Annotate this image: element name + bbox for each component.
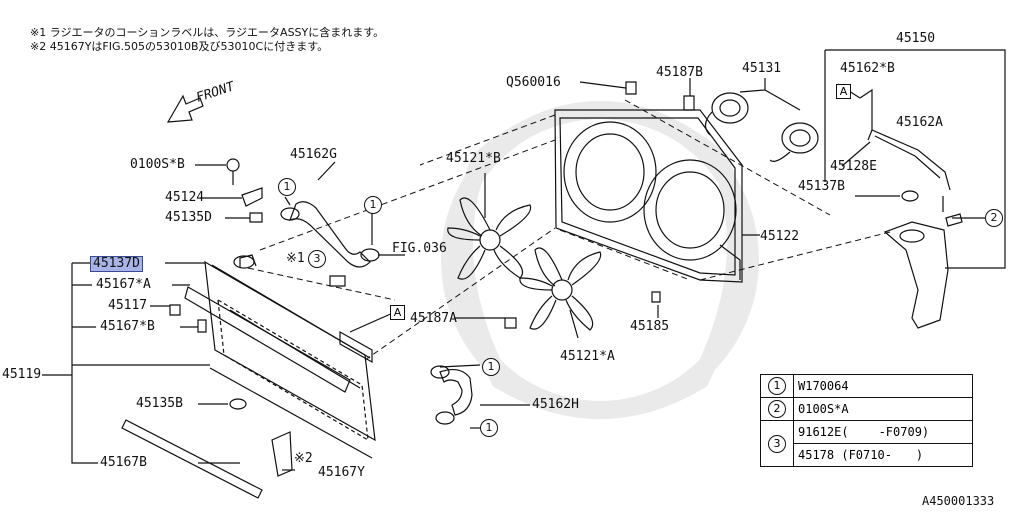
lower-seal-strip (121, 419, 263, 499)
part-45137d[interactable]: 45137D (90, 256, 143, 272)
legend-table: 1 W170064 2 0100S*A 3 91612E( -F0709) 451… (760, 374, 973, 467)
fan-motor-1 (711, 92, 749, 124)
legend-range: -F0709) (878, 425, 930, 439)
legend-key: 2 (768, 400, 786, 418)
part-45135b[interactable]: 45135B (136, 396, 183, 411)
legend-key: 3 (768, 434, 786, 453)
reservoir-frame (825, 49, 1006, 269)
legend-value: 45178 (F0710- (798, 448, 892, 462)
part-45187b[interactable]: 45187B (656, 65, 703, 80)
part-45150[interactable]: 45150 (896, 31, 936, 46)
part-45187a[interactable]: 45187A (410, 311, 457, 326)
legend-row: 2 0100S*A (760, 397, 973, 421)
ref-circle-3: 3 (308, 250, 326, 268)
ref-fig036[interactable]: FIG.036 (392, 241, 447, 256)
part-45167y[interactable]: 45167Y (318, 465, 365, 480)
legend-value-cell: 45178 (F0710-) (793, 443, 973, 467)
ref-circle-1-a: 1 (278, 178, 296, 196)
note-2: ※2 45167YはFIG.505の53010B及び53010Cに付きます。 (30, 40, 329, 53)
legend-row: 1 W170064 (760, 374, 973, 398)
ref-circle-1-d: 1 (480, 419, 498, 437)
part-45167b-bottom[interactable]: 45167B (100, 455, 147, 470)
note-ref-1: ※1 (286, 251, 305, 266)
legend-value: 0100S*A (793, 397, 973, 421)
radiator (184, 254, 376, 459)
part-0100sb[interactable]: 0100S*B (130, 157, 185, 172)
fan-motor-2 (781, 122, 819, 154)
ref-a-box-right: A (836, 84, 851, 99)
ref-circle-1-c: 1 (482, 358, 500, 376)
ref-circle-1-b: 1 (364, 196, 382, 214)
part-45117[interactable]: 45117 (108, 298, 148, 313)
upper-hose (288, 201, 371, 268)
ref-a-box-left: A (390, 305, 405, 320)
part-45121a[interactable]: 45121*A (560, 349, 615, 364)
part-45162a[interactable]: 45162A (896, 115, 943, 130)
legend-value: W170064 (793, 374, 973, 398)
legend-key: 1 (768, 377, 786, 395)
front-arrow-icon (166, 94, 204, 123)
legend-row: 45178 (F0710-) (761, 443, 973, 467)
part-45122[interactable]: 45122 (760, 229, 800, 244)
note-ref-2: ※2 (294, 451, 313, 466)
diagram-id: A450001333 (922, 494, 995, 508)
part-45167b-left[interactable]: 45167*B (100, 319, 155, 334)
ref-circle-2: 2 (985, 209, 1003, 227)
part-45131[interactable]: 45131 (742, 61, 782, 76)
part-45162g[interactable]: 45162G (290, 147, 337, 162)
part-45128e[interactable]: 45128E (830, 159, 877, 174)
part-45162h[interactable]: 45162H (532, 397, 579, 412)
legend-value: 91612E( (798, 425, 849, 439)
reservoir-tank (883, 221, 949, 329)
cooling-fan-a (519, 247, 602, 331)
part-45135d[interactable]: 45135D (165, 210, 212, 225)
fan-shroud (554, 109, 743, 283)
legend-row: 3 91612E( -F0709) (760, 420, 973, 467)
part-45119[interactable]: 45119 (2, 367, 42, 382)
note-1: ※1 ラジエータのコーションラベルは、ラジエータASSYに含まれます。 (30, 26, 385, 39)
part-q560016[interactable]: Q560016 (506, 75, 561, 90)
part-45137b[interactable]: 45137B (798, 179, 845, 194)
part-45121b[interactable]: 45121*B (446, 151, 501, 166)
part-45162b[interactable]: 45162*B (840, 61, 895, 76)
part-45124[interactable]: 45124 (165, 190, 205, 205)
part-45167a[interactable]: 45167*A (96, 277, 151, 292)
part-45185[interactable]: 45185 (630, 319, 670, 334)
lower-hose (439, 368, 473, 416)
legend-range: ) (915, 448, 924, 462)
legend-value-cell: 91612E( -F0709) (793, 420, 973, 444)
